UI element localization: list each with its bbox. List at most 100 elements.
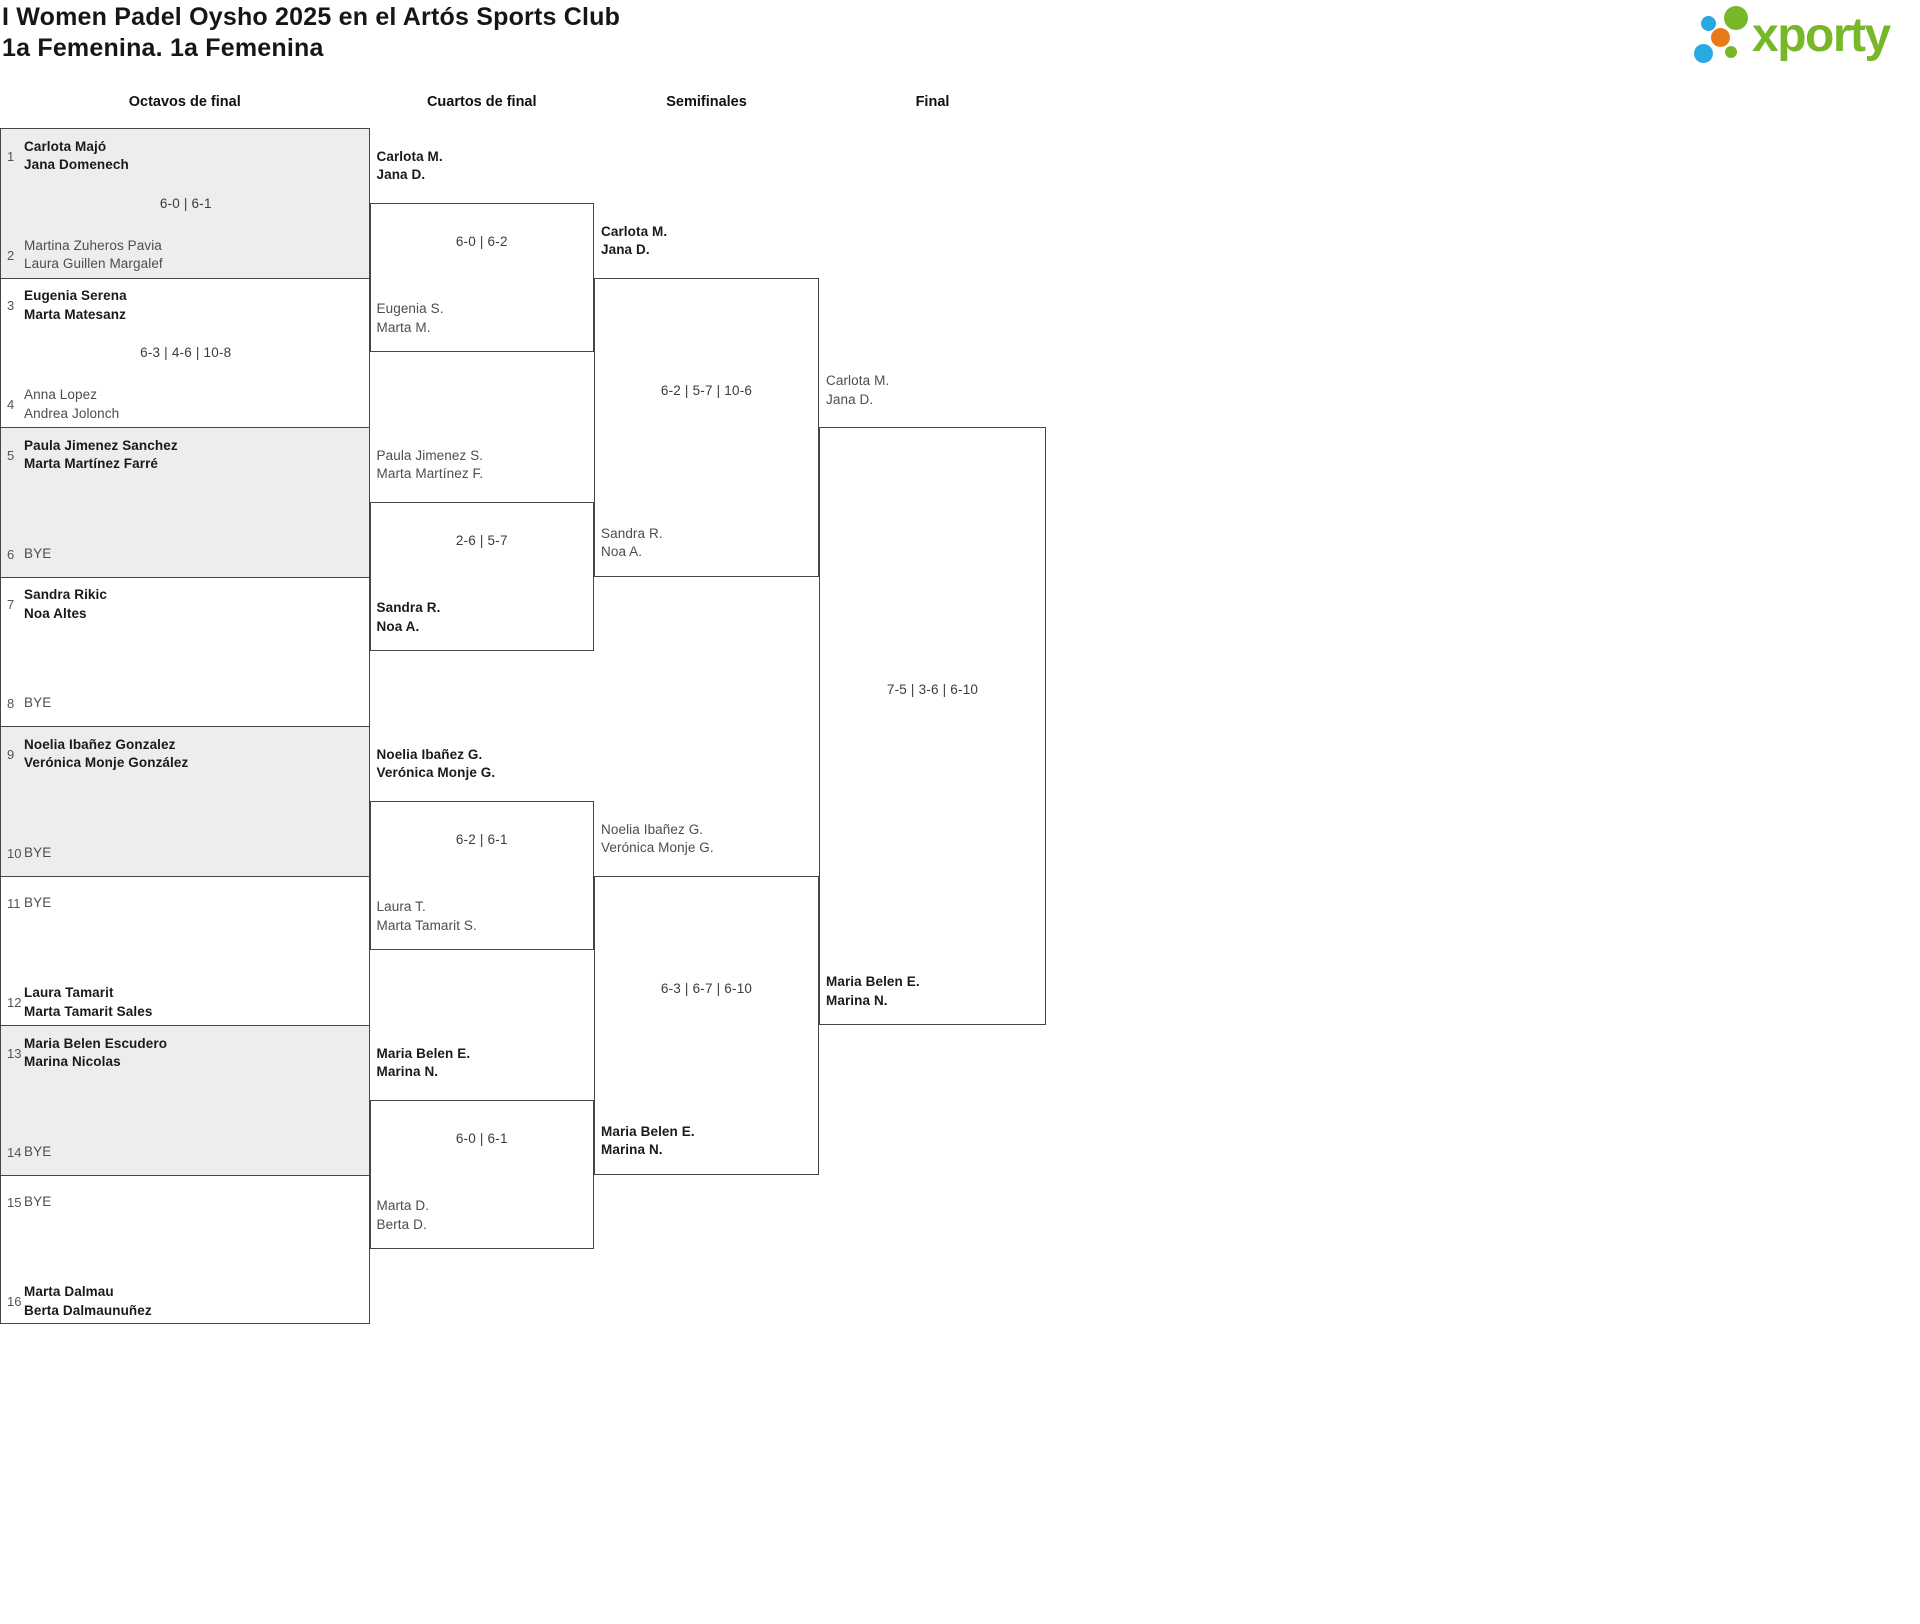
- team-name-line: Marina N.: [601, 1142, 663, 1157]
- team-name-line: Andrea Jolonch: [24, 405, 120, 421]
- team-name-line: Verónica Monje González: [24, 755, 189, 770]
- team-name-line: Carlota M.: [601, 223, 668, 239]
- team-name-line: Marta D.: [376, 1198, 430, 1214]
- team-entry[interactable]: Carlota M. Jana D.: [826, 372, 889, 409]
- slot-number: 7: [7, 597, 15, 612]
- match-score: 6-0 | 6-2: [455, 233, 508, 249]
- slot-number: 12: [7, 995, 22, 1010]
- slot-number: 3: [7, 298, 15, 313]
- match-score: 6-2 | 6-1: [455, 831, 508, 847]
- match-score: 2-6 | 5-7: [455, 532, 508, 548]
- team-name-line: Berta Dalmaunuñez: [24, 1302, 152, 1318]
- team-name-line: Martina Zuheros Pavia: [24, 237, 162, 253]
- team-name-line: Marta Tamarit Sales: [24, 1003, 153, 1019]
- team-name-line: Noa A.: [376, 618, 420, 634]
- team-entry[interactable]: Carlota M. Jana D.: [601, 223, 667, 260]
- team-entry[interactable]: Noelia Ibañez G. Verónica Monje G.: [601, 821, 714, 858]
- logo-dot-blue-large: [1693, 43, 1713, 63]
- slot-number: 15: [7, 1195, 22, 1210]
- team-name-line: Marina Nicolas: [24, 1054, 121, 1069]
- team-name-line: Jana D.: [826, 391, 874, 407]
- team-name-line: BYE: [24, 545, 52, 561]
- team-entry[interactable]: Laura T. Marta Tamarit S.: [377, 898, 477, 935]
- slot-number: 8: [7, 696, 15, 711]
- team-name-line: Jana D.: [601, 242, 650, 257]
- slot-number: 1: [7, 148, 15, 164]
- team-name-line: Eugenia S.: [376, 301, 444, 317]
- xporty-logo[interactable]: xporty: [1690, 2, 1916, 82]
- slot-number: 4: [7, 397, 15, 412]
- team-entry[interactable]: Maria Belen E. Marina N.: [826, 973, 920, 1010]
- team-entry[interactable]: Maria Belen E. Marina N.: [601, 1123, 695, 1160]
- team-name-line: Laura Tamarit: [24, 985, 114, 1000]
- sf-match-1: [594, 277, 819, 577]
- team-name-line: Anna Lopez: [24, 387, 98, 402]
- bye-label: BYE: [24, 1193, 51, 1212]
- bye-label: BYE: [24, 894, 51, 913]
- team-name-line: Eugenia Serena: [24, 288, 127, 303]
- team-entry[interactable]: Noelia Ibañez G.Verónica Monje G.: [377, 746, 496, 783]
- team-entry[interactable]: Carlota M.Jana D.: [377, 148, 443, 185]
- match-score: 7-5 | 3-6 | 6-10: [886, 682, 979, 697]
- team-name-line: Noelia Ibañez G.: [601, 821, 704, 837]
- team-entry[interactable]: Paula Jimenez S.Marta Martínez F.: [377, 447, 484, 484]
- team-entry[interactable]: Sandra R. Noa A.: [377, 599, 441, 636]
- team-name-line: Marina N.: [826, 992, 888, 1008]
- team-name-line: Carlota M.: [826, 373, 890, 388]
- team-name-line: Marta Dalmau: [24, 1284, 114, 1299]
- slot-number: 5: [7, 447, 15, 463]
- team-name-line: Sandra R.: [376, 600, 441, 616]
- slot-number: 2: [7, 247, 15, 263]
- team-name-line: Sandra Rikic: [24, 587, 107, 602]
- team-name-line: Marta Martínez F.: [376, 466, 484, 482]
- team-entry[interactable]: Marta D.Berta D.: [377, 1197, 430, 1234]
- slot-number: 9: [7, 746, 15, 762]
- team-name-line: Carlota Majó: [24, 138, 107, 154]
- team-name-line: Verónica Monje G.: [601, 840, 714, 855]
- team-name-line: Marta M.: [376, 319, 431, 335]
- team-name-line: Carlota M.: [376, 148, 443, 164]
- team-name-line: Marta Martínez Farré: [24, 456, 159, 471]
- match-score: 6-0 | 6-1: [159, 195, 212, 211]
- sf-match-2: [594, 875, 819, 1175]
- team-name-line: Noa A.: [601, 544, 643, 559]
- team-name-line: Maria Belen E.: [826, 974, 920, 989]
- team-name-line: BYE: [24, 1194, 52, 1210]
- team-name-line: Marta Matesanz: [24, 306, 126, 322]
- team-name-line: Laura T.: [376, 899, 426, 915]
- slot-number: 10: [7, 845, 22, 861]
- team-entry[interactable]: Eugenia S. Marta M.: [377, 300, 444, 337]
- team-entry[interactable]: Sandra R.Noa A.: [601, 525, 663, 562]
- logo-wordmark: xporty: [1752, 9, 1891, 62]
- team-entry[interactable]: Maria Belen E.Marina N.: [377, 1045, 471, 1082]
- slot-number: 16: [7, 1294, 22, 1309]
- team-name-line: Verónica Monje G.: [376, 765, 496, 781]
- team-name-line: Maria Belen E.: [601, 1123, 695, 1139]
- team-name-line: Marta Tamarit S.: [376, 917, 477, 933]
- match-score: 6-0 | 6-1: [455, 1130, 508, 1146]
